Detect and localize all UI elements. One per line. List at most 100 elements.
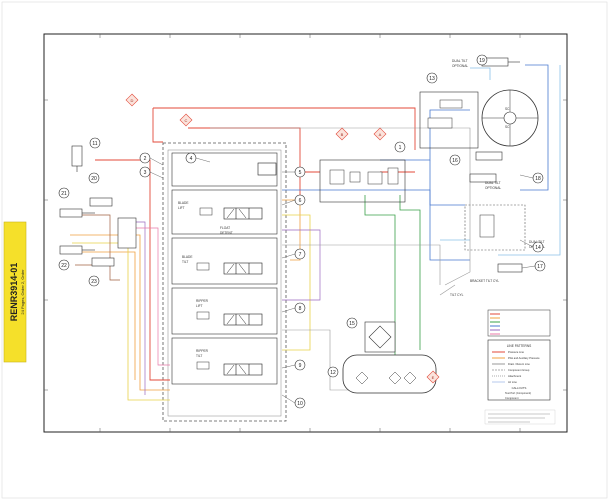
callout-19 <box>476 54 488 66</box>
pilot-lines-orange <box>70 199 301 391</box>
label-blade-lift: BLADE <box>178 201 188 205</box>
callout-num-13: 13 <box>429 76 435 82</box>
callout-num-5: 5 <box>299 170 302 176</box>
indicator-boxes <box>196 207 213 370</box>
callout-num-12: 12 <box>330 370 336 376</box>
svg-text:LIFT: LIFT <box>196 304 203 308</box>
callout-num-16: 16 <box>452 158 458 164</box>
callout-22 <box>58 259 70 271</box>
callout-11 <box>89 137 101 149</box>
legend-title: LINE PATTERNS <box>507 344 532 348</box>
callout-num-23: 23 <box>91 279 97 285</box>
callout-legend-item-0: Test Port (Component) <box>505 391 531 395</box>
document-tag: RENR3914-01 24 Pages, Order 2, Order <box>3 221 27 363</box>
legend-text: Pressure Line Pilot and Auxiliary Pressu… <box>508 350 540 384</box>
pilot-control-block <box>319 159 406 203</box>
section-labels: BLADE LIFT FLOAT DETENT BLADE TILT RIPPE… <box>178 201 233 358</box>
svg-text:TILT: TILT <box>182 260 188 264</box>
legend-item-1: Pilot and Auxiliary Pressure <box>508 356 540 360</box>
hydraulic-tank <box>342 354 437 394</box>
callout-num-8: 8 <box>299 306 302 312</box>
callout-num-22: 22 <box>61 263 67 269</box>
callout-legend-item-1: Component <box>505 396 519 400</box>
valve-sections <box>171 152 278 385</box>
tag-b <box>335 127 349 141</box>
callout-13 <box>426 72 438 84</box>
legend-item-5: Air Line <box>508 380 517 384</box>
callout-1 <box>394 141 406 153</box>
lines-yellow <box>72 214 311 401</box>
lines-green <box>364 195 421 360</box>
tag-c-label: C <box>185 118 188 123</box>
dual-tilt-mid: DUAL TILT <box>485 181 501 185</box>
doc-subtitle: 24 Pages, Order 2, Order <box>20 269 25 315</box>
tag-c <box>179 113 193 127</box>
tag-d <box>125 93 139 107</box>
callout-num-10: 10 <box>297 401 303 407</box>
tag-a <box>373 127 387 141</box>
tag-a-label: A <box>379 132 382 137</box>
callout-12 <box>327 366 339 378</box>
dual-tilt-top: DUAL TILT <box>452 59 468 63</box>
main-valve-group <box>162 142 287 422</box>
letter-tag-text: A B C D E <box>131 98 435 380</box>
drain-lines-gray <box>210 127 471 391</box>
callout-num-18: 18 <box>535 176 541 182</box>
tag-b-label: B <box>341 132 344 137</box>
legend-item-4: Attachment <box>508 374 521 378</box>
callout-num-14: 14 <box>535 245 541 251</box>
pilot-valves <box>329 167 399 185</box>
svg-text:DETENT: DETENT <box>220 231 233 235</box>
left-cylinders <box>59 145 115 267</box>
callout-numbers: 1 2 3 4 5 6 7 8 9 10 11 12 13 14 15 16 1… <box>61 58 543 407</box>
manifold-block <box>117 217 137 249</box>
svg-text:TILT: TILT <box>196 354 202 358</box>
label-tilt-cyl: TILT CYL <box>450 293 464 297</box>
callout-num-3: 3 <box>144 170 147 176</box>
lines-pink <box>120 227 170 366</box>
label-float-detent: FLOAT <box>220 226 230 230</box>
callout-num-17: 17 <box>537 264 543 270</box>
pump-label-2: SC <box>505 125 510 129</box>
callout-num-4: 4 <box>190 156 193 162</box>
svg-text:OPTIONAL: OPTIONAL <box>485 186 501 190</box>
dual-tilt-block-bottom <box>464 204 526 251</box>
spool-valves <box>223 162 277 376</box>
legend-item-2: Drain / Return Line <box>508 362 530 366</box>
letter-tag-shapes <box>125 93 440 384</box>
bottom-notes <box>484 409 556 425</box>
tilt-cylinders <box>469 57 523 273</box>
tank-internals <box>355 371 417 385</box>
pump-spokes <box>482 90 538 146</box>
sheet-border <box>43 33 568 433</box>
callout-num-2: 2 <box>144 156 147 162</box>
callout-num-20: 20 <box>91 176 97 182</box>
tag-d-label: D <box>131 98 134 103</box>
pump-label: SC <box>505 107 510 111</box>
callout-circles <box>58 54 546 409</box>
svg-text:LIFT: LIFT <box>178 206 185 210</box>
label-ripper-lift: RIPPER <box>196 299 209 303</box>
callout-num-15: 15 <box>349 321 355 327</box>
callout-16 <box>449 154 461 166</box>
label-bracket-tilt: BRACKET TILT CYL <box>470 279 499 283</box>
svg-text:OPTIONAL: OPTIONAL <box>452 64 468 68</box>
callout-15 <box>346 317 358 329</box>
color-key-swatches <box>490 313 500 335</box>
label-ripper-tilt: RIPPER <box>196 349 209 353</box>
pump-motor-inner <box>503 111 517 125</box>
tag-e <box>426 370 440 384</box>
legend-item-0: Pressure Line <box>508 350 525 354</box>
doc-code: RENR3914-01 <box>9 263 19 322</box>
dual-tilt-block-top <box>419 91 479 149</box>
spool-arrows <box>226 208 247 375</box>
callout-num-11: 11 <box>92 141 97 147</box>
callout-23 <box>88 275 100 287</box>
label-blade-tilt: BLADE <box>182 255 192 259</box>
legend-rows <box>492 351 505 383</box>
tag-e-label: E <box>432 375 435 380</box>
callout-20 <box>88 172 100 184</box>
callout-21 <box>58 187 70 199</box>
